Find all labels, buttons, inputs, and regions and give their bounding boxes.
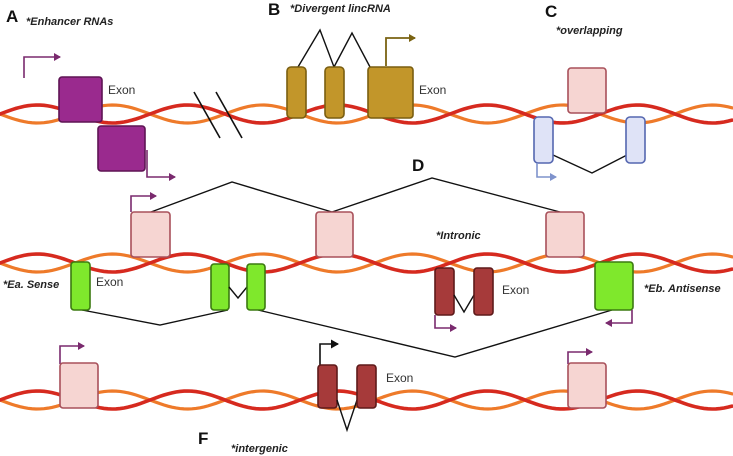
break-mark-1	[193, 91, 221, 139]
gene-left-tss-arrow	[59, 342, 85, 364]
overlap-exon-2	[625, 116, 646, 164]
panel-e-exon-label: Exon	[96, 275, 123, 289]
panel-c-letter: C	[545, 2, 557, 21]
sense-exon-2	[210, 263, 230, 311]
lincrna-exon-1	[286, 66, 307, 119]
panel-e-antisense-title: *Eb. Antisense	[644, 283, 721, 295]
panel-c: C *overlapping	[533, 2, 646, 181]
intronic-splice-junction	[453, 294, 475, 314]
panel-b: B *Divergent lincRNA Exon	[268, 0, 446, 119]
overlap-gene-exon	[567, 67, 607, 114]
panel-f-exon-label: Exon	[386, 371, 413, 385]
panel-a-title: *Enhancer RNAs	[26, 16, 113, 28]
host-gene-exon-3	[545, 211, 585, 258]
sense-exon-1	[70, 261, 91, 311]
lincrna-splice-junctions	[297, 28, 371, 68]
intronic-exon-1	[434, 267, 455, 316]
host-gene-splice-upper	[150, 177, 561, 213]
sense-splice-junction	[228, 286, 248, 300]
panel-d-title: *Intronic	[436, 230, 481, 242]
host-gene-splice-lower	[81, 309, 613, 358]
lincrna-exon-3	[367, 66, 414, 119]
panel-f-title: *intergenic	[231, 443, 288, 455]
host-gene-tss-arrow	[130, 192, 157, 212]
lincrna-tss-arrow	[385, 34, 416, 66]
intergenic-splice-junction	[336, 399, 358, 433]
sense-exon-3	[246, 263, 266, 311]
panel-a-letter: A	[6, 7, 18, 26]
dna-helix-top	[0, 103, 733, 125]
intergenic-tss-arrow	[319, 339, 339, 366]
intronic-exon-2	[473, 267, 494, 316]
panel-e-sense-title: *Ea. Sense	[3, 279, 59, 291]
enhancer-arrow-upper	[23, 53, 61, 78]
panel-c-title: *overlapping	[556, 25, 623, 37]
intronic-tss-arrow	[434, 315, 457, 332]
panel-b-letter: B	[268, 0, 280, 19]
overlap-splice-junction	[552, 154, 628, 174]
lincrna-exon-2	[324, 66, 345, 119]
panel-b-exon-label: Exon	[419, 83, 446, 97]
panel-d-e: D *Intronic *Ea. Sense Exon Exon *Eb. An…	[3, 156, 721, 358]
panel-b-title: *Divergent lincRNA	[290, 3, 391, 15]
intergenic-exon-1	[317, 364, 338, 409]
overlap-tss-arrow	[536, 163, 557, 181]
overlap-exon-1	[533, 116, 554, 164]
helix-middle-red-strand	[0, 252, 733, 274]
antisense-exon	[594, 261, 634, 311]
panel-f: Exon F *intergenic	[59, 339, 607, 455]
panel-d-letter: D	[412, 156, 424, 175]
host-gene-exon-2	[315, 211, 354, 258]
host-gene-exon-1	[130, 211, 171, 258]
panel-a-exon-label: Exon	[108, 83, 135, 97]
gene-left-exon	[59, 362, 99, 409]
break-mark-2	[215, 91, 243, 139]
gene-right-exon	[567, 362, 607, 409]
panel-d-exon-label: Exon	[502, 283, 529, 297]
panel-a: A *Enhancer RNAs Exon	[6, 7, 176, 181]
enhancer-exon-upper	[58, 76, 103, 123]
gene-right-tss-arrow	[567, 348, 593, 364]
enhancer-exon-lower	[97, 125, 146, 172]
intergenic-exon-2	[356, 364, 377, 409]
helix-top-red-strand	[0, 103, 733, 125]
helix-top-orange-strand	[0, 103, 733, 125]
enhancer-arrow-lower	[146, 150, 176, 181]
panel-f-letter: F	[198, 429, 208, 448]
antisense-tss-arrow	[605, 310, 633, 327]
